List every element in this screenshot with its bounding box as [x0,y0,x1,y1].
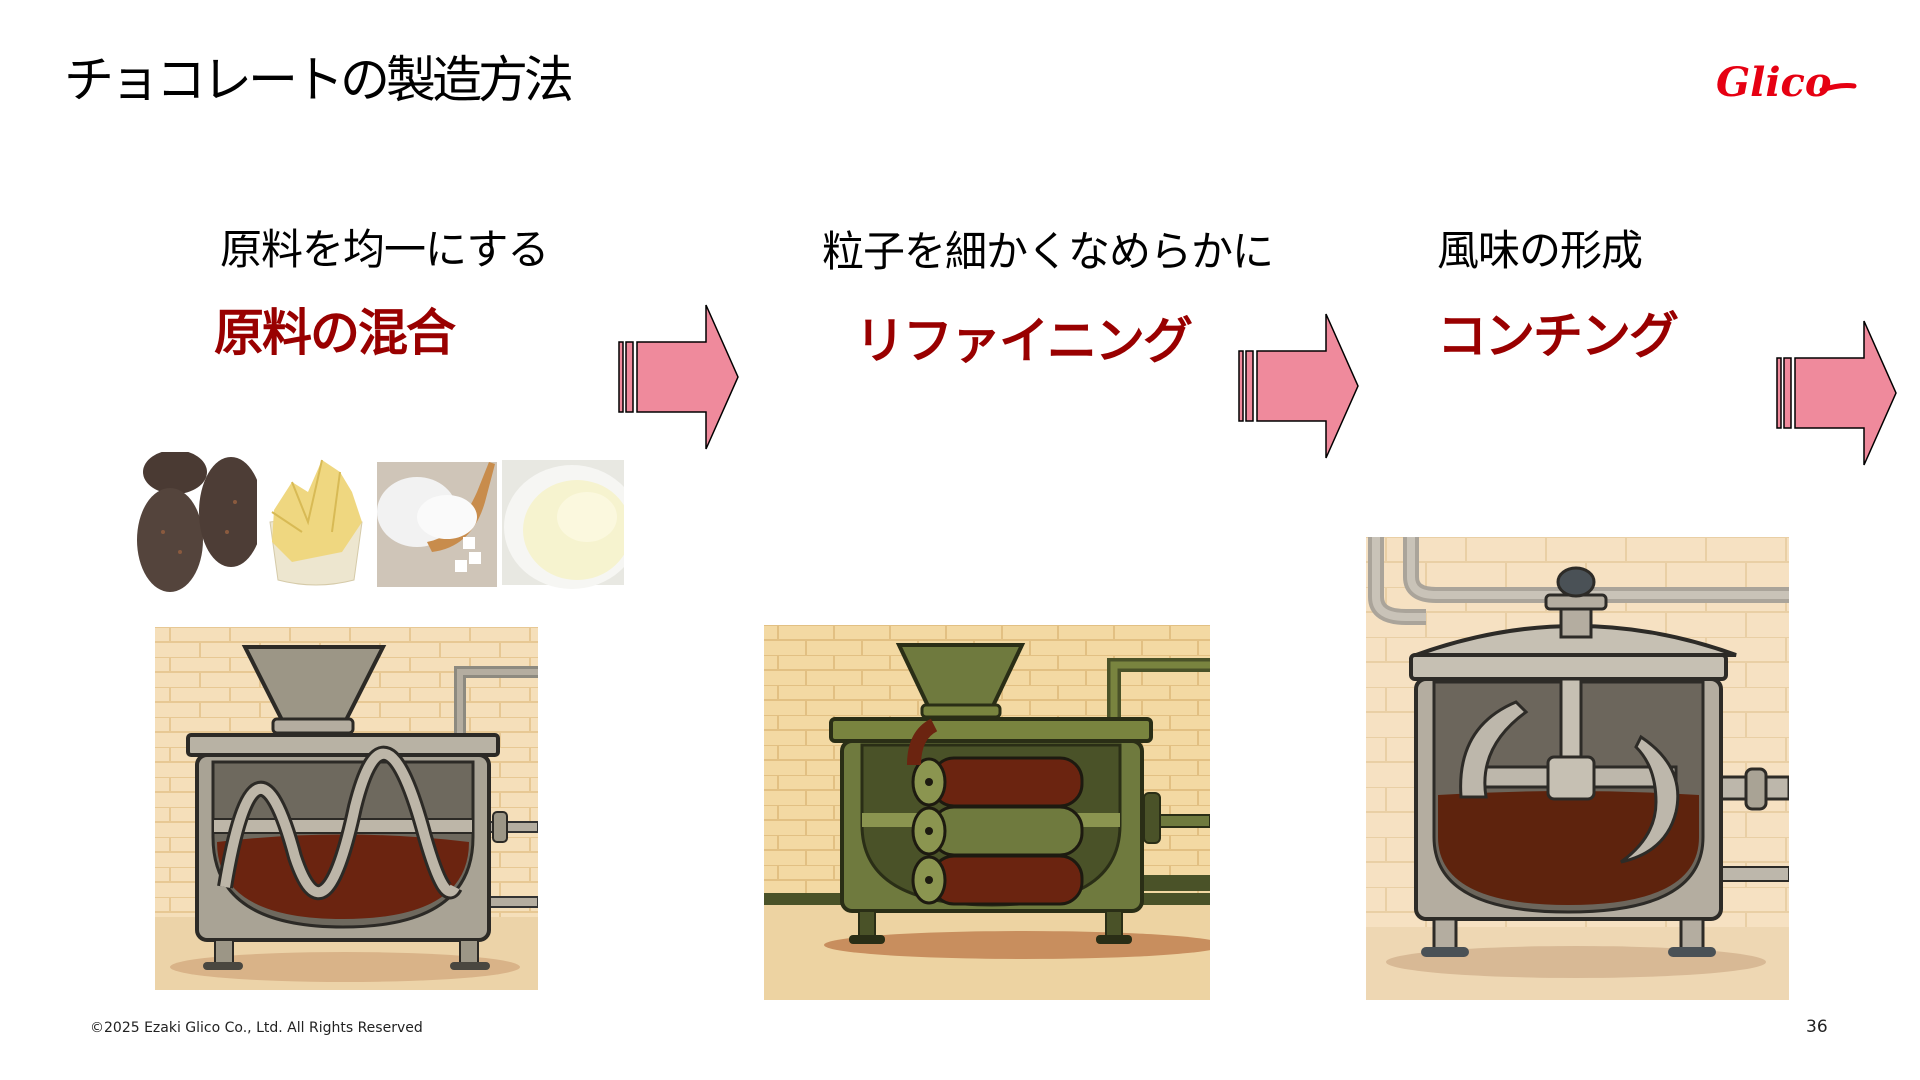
conche-illustration [1366,537,1789,1000]
arrow-right-icon [1776,320,1897,466]
ingredients-photos [135,452,625,592]
cocoa-butter-image [262,452,370,592]
step-1-name: 原料の混合 [214,304,456,362]
arrow-right-icon [618,304,739,450]
step-1-subtitle: 原料を均一にする [220,225,549,274]
step-2-subtitle: 粒子を細かくなめらかに [822,227,1274,276]
sugar-image [377,462,497,587]
svg-text:Glico: Glico [1716,59,1832,106]
step-2-name: リファイニング [855,312,1193,370]
step-3-subtitle: 風味の形成 [1437,226,1643,275]
footer-copyright: ©2025 Ezaki Glico Co., Ltd. All Rights R… [90,1020,423,1036]
page-number: 36 [1806,1017,1828,1037]
milk-powder-image [502,460,624,589]
cacao-beans-image [135,452,257,592]
glico-logo: Glico [1716,59,1857,106]
refiner-illustration [764,625,1210,1000]
mixer-illustration [155,627,538,990]
slide-title: チョコレートの製造方法 [64,51,574,109]
arrow-right-icon [1238,313,1359,459]
step-3-name: コンチング [1437,307,1679,365]
